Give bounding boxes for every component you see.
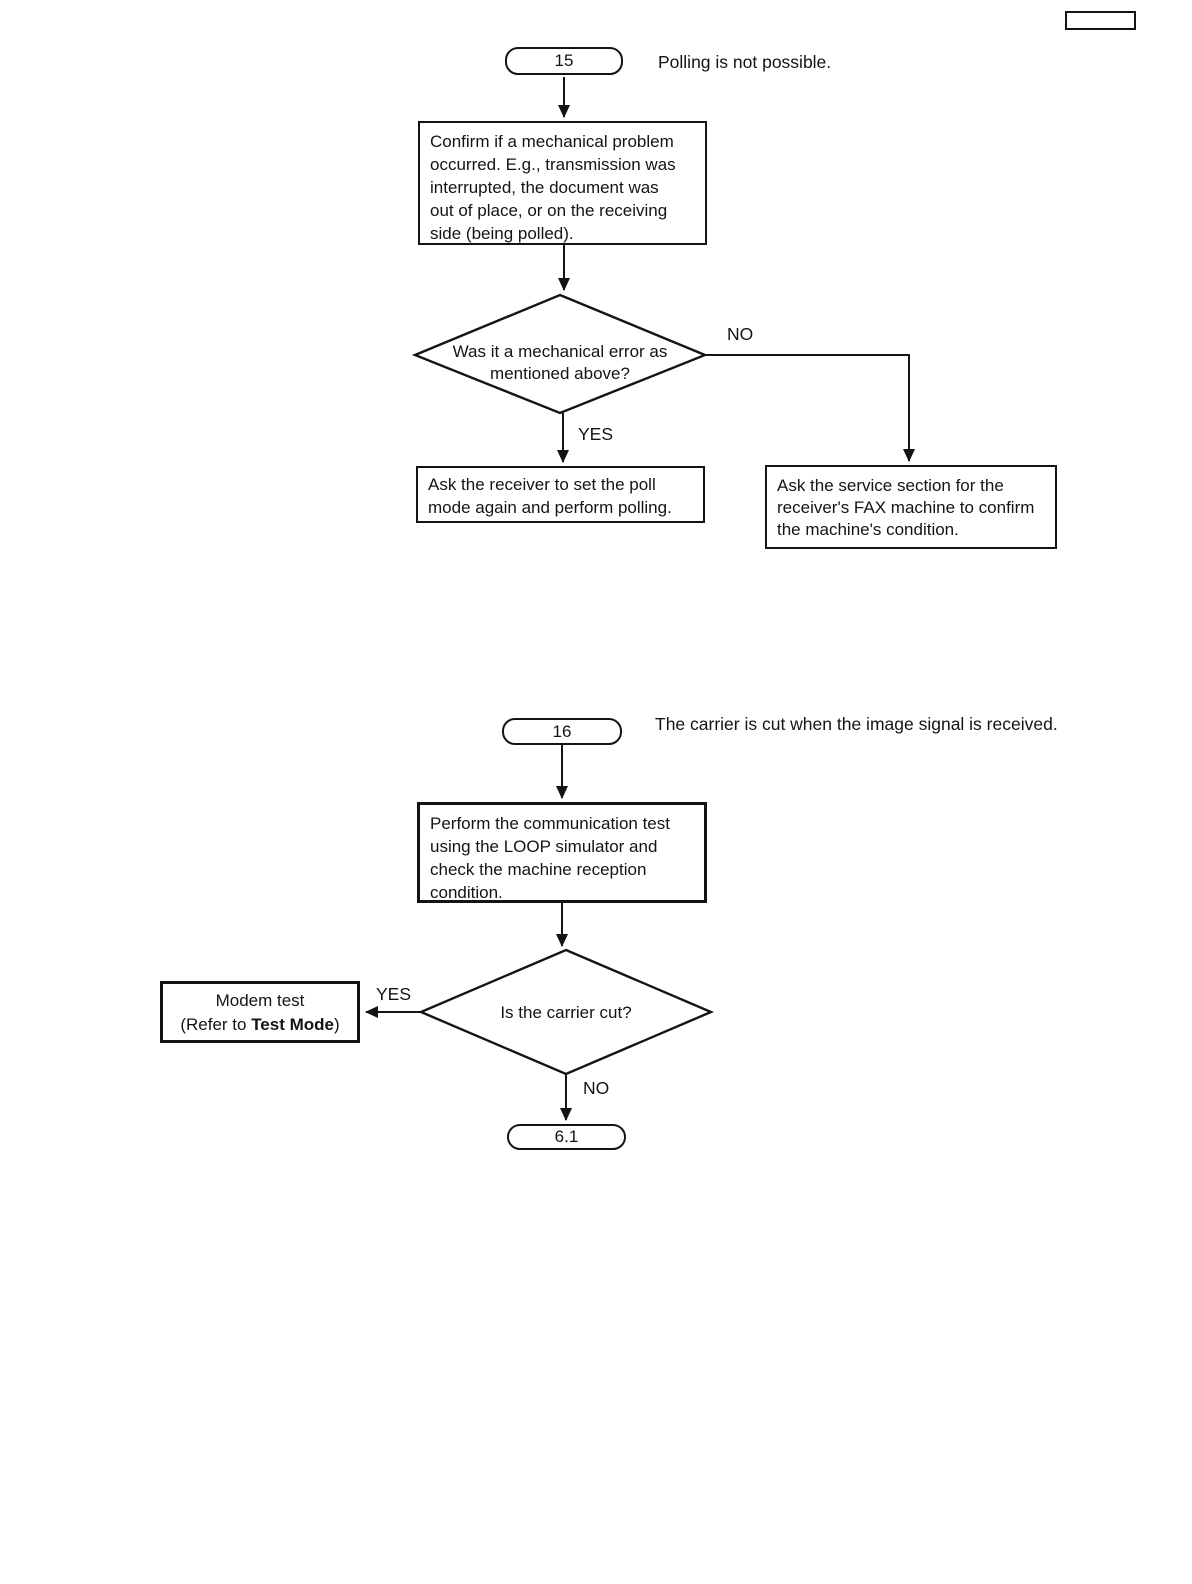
fc2-modem-test-prefix: (Refer to (180, 1015, 252, 1034)
page-corner-box (1065, 11, 1136, 30)
fc1-caption: Polling is not possible. (658, 52, 832, 72)
fc2-modem-test-line1: Modem test (215, 991, 305, 1010)
decision2-diamond (417, 948, 715, 1076)
fc1-start-terminator: 15 (505, 47, 623, 75)
fc2-perform-box: Perform the communication test using the… (417, 802, 707, 903)
fc2-start-label: 16 (552, 721, 572, 741)
decision1-diamond (411, 293, 709, 415)
fc2-modem-test-bold: Test Mode (251, 1015, 334, 1034)
fc2-no-label: NO (583, 1078, 610, 1098)
fc1-yes-label: YES (578, 424, 614, 444)
fc2-start-terminator: 16 (502, 718, 622, 745)
fc2-caption: The carrier is cut when the image signal… (655, 714, 1058, 734)
fc1-start-label: 15 (554, 51, 574, 70)
fc2-modem-test-suffix: ) (334, 1015, 340, 1034)
fc1-confirm-box: Confirm if a mechanical problem occurred… (418, 121, 707, 245)
fc2-end-terminator: 6.1 (507, 1124, 626, 1150)
fc1-yes-box: Ask the receiver to set the poll mode ag… (416, 466, 705, 523)
arrow-decision1-no (705, 354, 915, 462)
fc2-yes-label: YES (376, 984, 412, 1004)
fc1-no-box: Ask the service section for the receiver… (765, 465, 1057, 549)
fc2-modem-test-box: Modem test (Refer to Test Mode) (160, 981, 360, 1043)
fc1-decision-text: Was it a mechanical error as mentioned a… (452, 342, 668, 383)
fc2-end-label: 6.1 (554, 1127, 579, 1146)
fc2-decision-text: Is the carrier cut? (500, 1003, 632, 1022)
fc1-no-label: NO (727, 324, 754, 344)
fc2-modem-test-line2: (Refer to Test Mode) (163, 1013, 357, 1037)
